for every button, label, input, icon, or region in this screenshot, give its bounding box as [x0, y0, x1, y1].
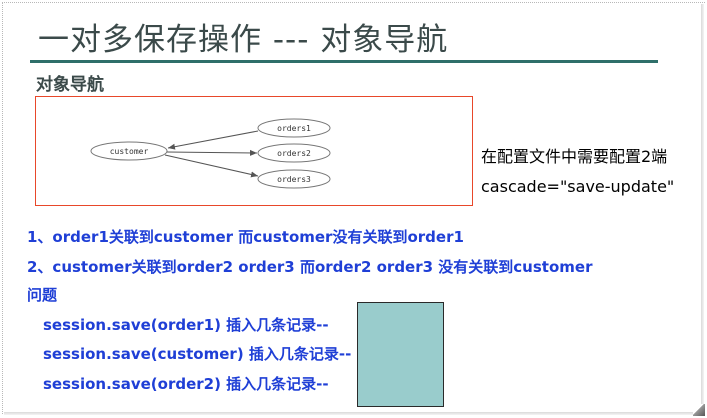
slide-subtitle: 对象导航 [36, 75, 104, 95]
question-label: 问题 [27, 286, 58, 304]
customer-node [90, 141, 168, 161]
question-3: session.save(order2) 插入几条记录-- [43, 375, 329, 393]
question-2: session.save(customer) 插入几条记录-- [43, 345, 352, 363]
orders3-node [257, 169, 331, 189]
edge-orders1-to-customer [167, 130, 259, 150]
frame-top-border [2, 2, 705, 4]
edge-customer-to-orders3 [164, 154, 259, 178]
orders1-node-label: orders1 [277, 124, 311, 133]
side-note-cascade: cascade="save-update" [481, 177, 675, 196]
point-1: 1、order1关联到customer 而customer没有关联到order1 [27, 228, 464, 246]
orders2-node-label: orders2 [277, 149, 311, 158]
orders3-node-label: orders3 [277, 175, 311, 184]
orders2-node [257, 143, 331, 163]
diagram-svg: customer orders1 orders2 orders3 [90, 118, 331, 189]
question-1: session.save(order1) 插入几条记录-- [43, 316, 329, 334]
frame-right-shadow [701, 4, 704, 412]
orders1-node [257, 118, 331, 138]
edge-customer-to-orders2 [166, 149, 258, 156]
title-underline [30, 60, 658, 63]
answer-cover-box [357, 302, 444, 407]
navigation-diagram: customer orders1 orders2 orders3 [35, 96, 473, 206]
slide-title: 一对多保存操作 --- 对象导航 [38, 22, 449, 58]
point-2: 2、customer关联到order2 order3 而order2 order… [27, 258, 593, 276]
customer-node-label: customer [110, 147, 149, 156]
frame-left-border [2, 2, 4, 414]
page-curl-corner [693, 404, 705, 416]
frame-bottom-shadow [4, 412, 704, 415]
side-note-config: 在配置文件中需要配置2端 [481, 147, 668, 166]
